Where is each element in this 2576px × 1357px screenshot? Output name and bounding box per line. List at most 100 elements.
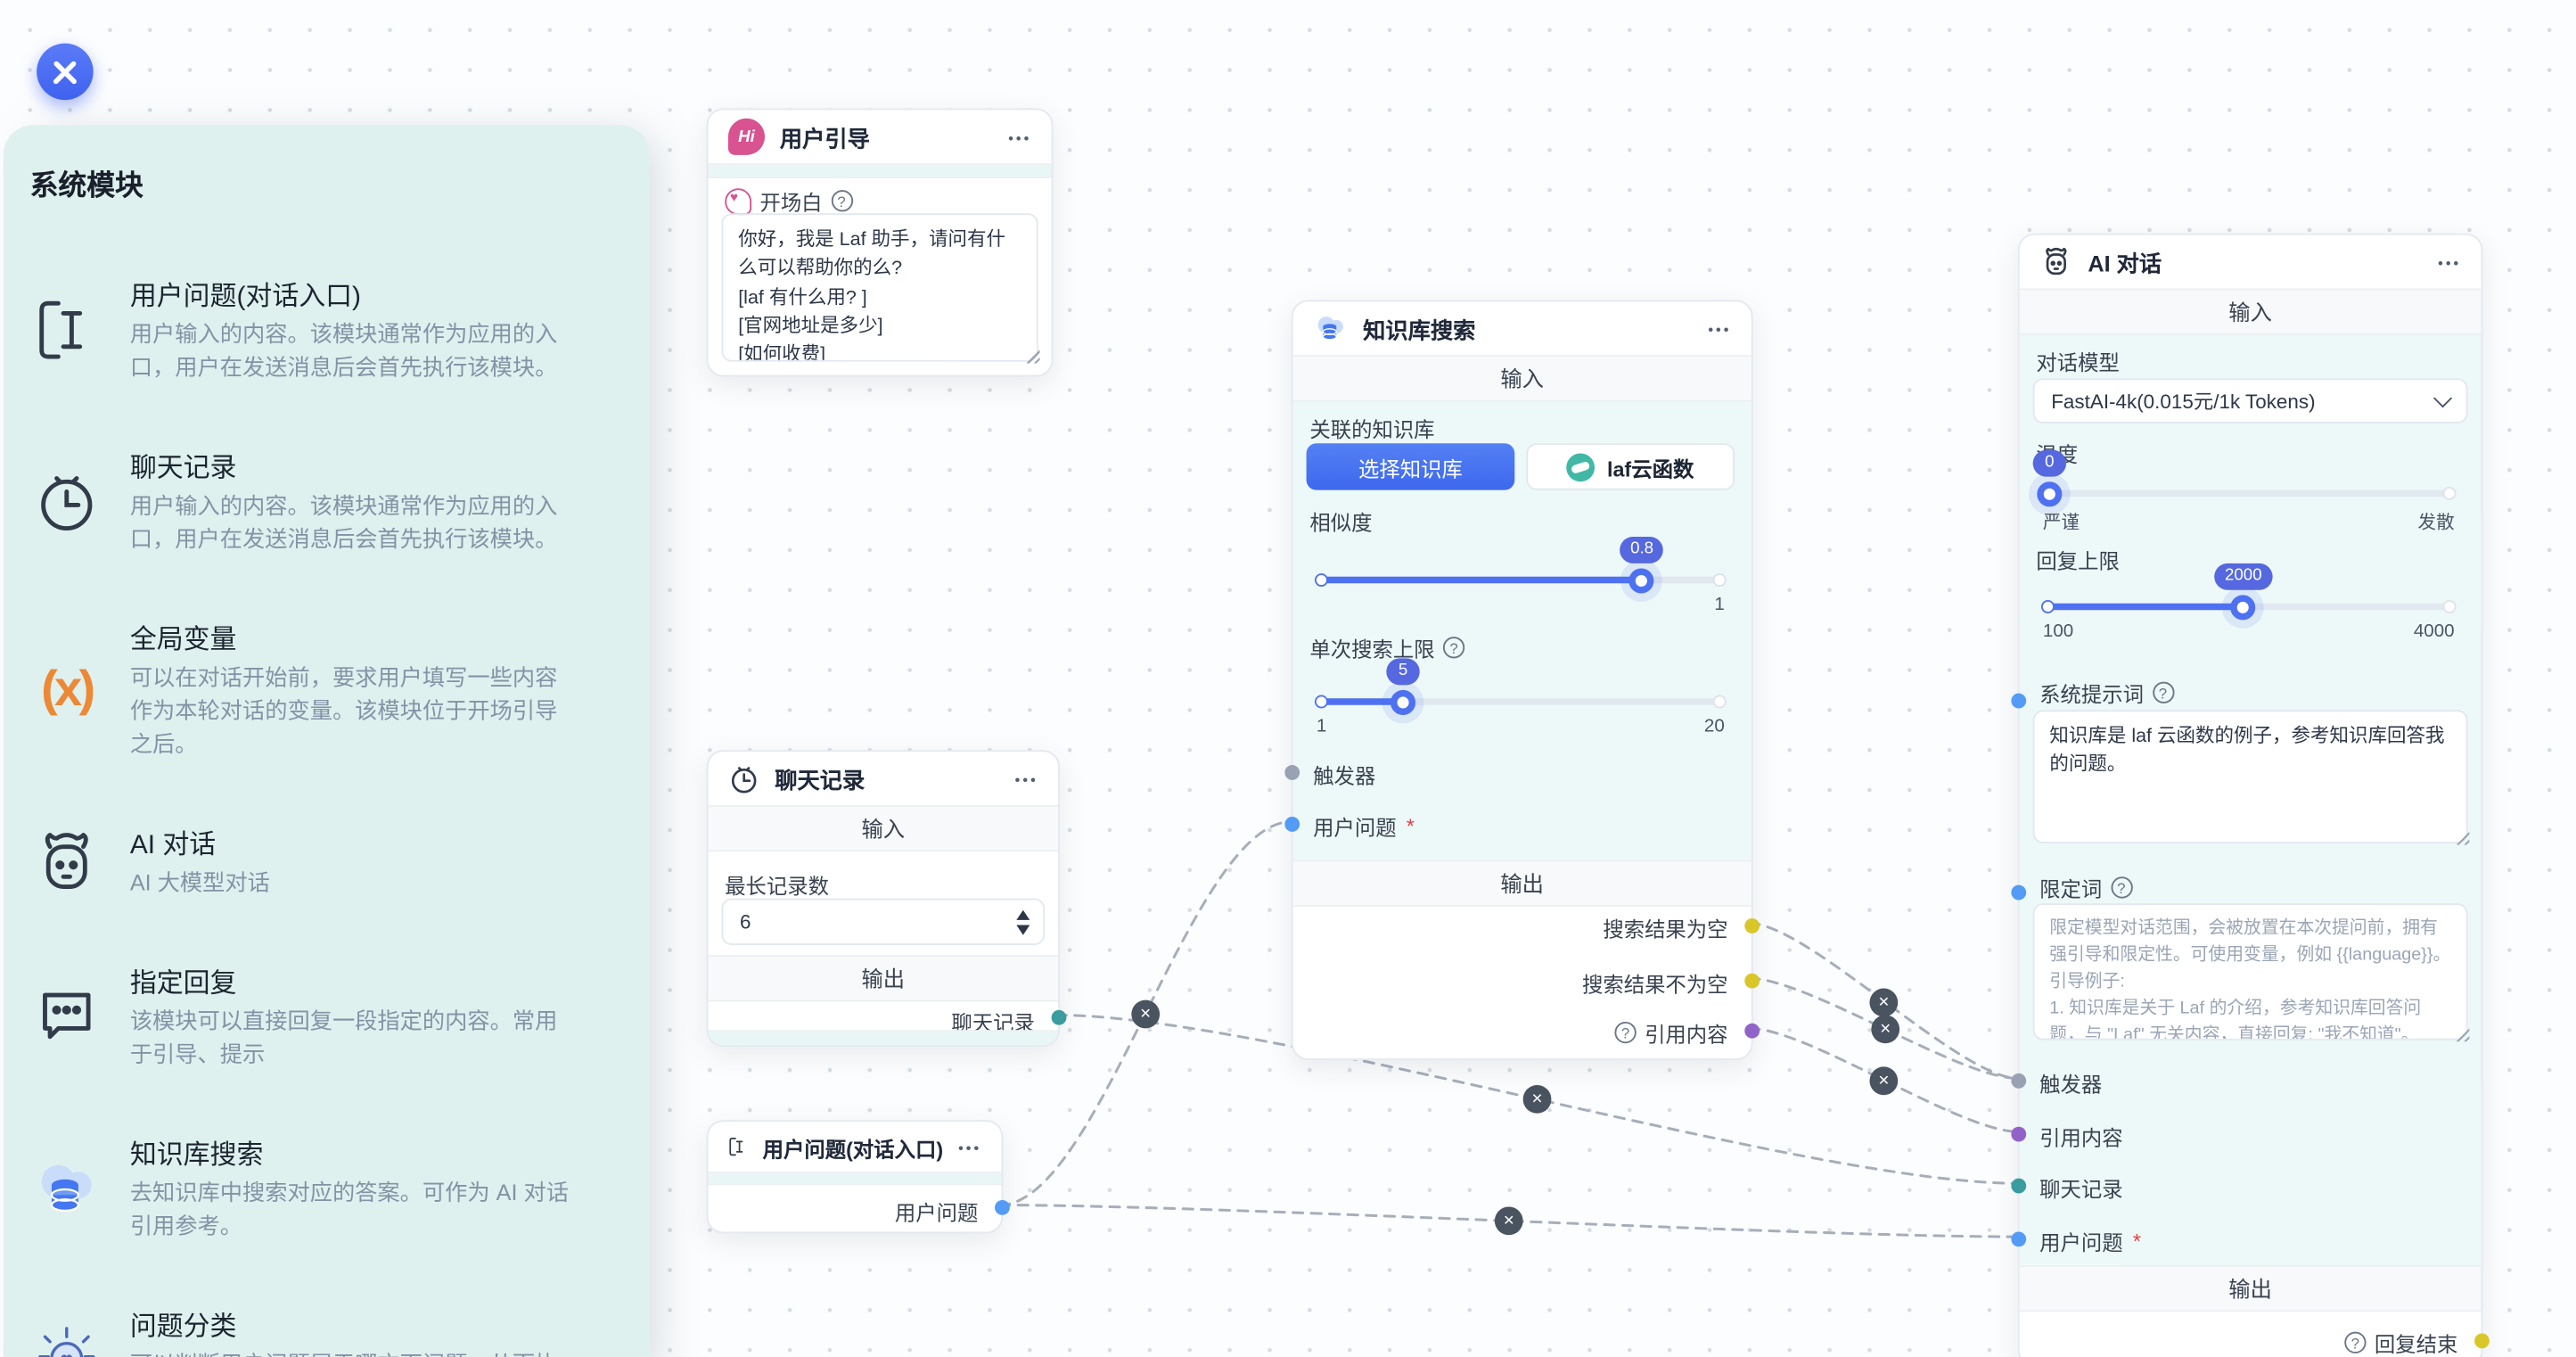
- limit-label: 单次搜索上限: [1309, 637, 1435, 662]
- delete-edge-icon[interactable]: [1131, 999, 1161, 1029]
- delete-edge-icon[interactable]: [1869, 1066, 1899, 1096]
- slider-left-end: [2041, 599, 2055, 613]
- max-records-stepper[interactable]: 6: [721, 898, 1046, 945]
- slider-track[interactable]: [2044, 489, 2453, 498]
- port-question-out[interactable]: [995, 1199, 1010, 1215]
- more-menu-icon[interactable]: [1002, 121, 1032, 152]
- similarity-slider[interactable]: 0.8: [1314, 536, 1727, 594]
- output-section-header: 输出: [2019, 1264, 2482, 1312]
- reply-limit-slider[interactable]: 2000: [2041, 563, 2457, 621]
- port-history-in[interactable]: [2011, 1178, 2027, 1194]
- help-icon[interactable]: [1442, 637, 1465, 659]
- sidebar-item-title: 用户问题(对话入口): [129, 283, 362, 312]
- trigger-input-label: 触发器: [1313, 765, 1376, 789]
- output-section-header: 输出: [708, 955, 1059, 1002]
- delete-edge-icon[interactable]: [1869, 988, 1899, 1017]
- more-menu-icon[interactable]: [1008, 763, 1038, 794]
- port-qualifier-in[interactable]: [2011, 884, 2027, 901]
- help-icon[interactable]: [2110, 876, 2132, 899]
- model-label: 对话模型: [2036, 351, 2120, 375]
- sidebar-item-fixed-reply[interactable]: 指定回复 该模块可以直接回复一段指定的内容。常用于引导、提示: [4, 960, 650, 1072]
- slider-handle[interactable]: [1391, 689, 1416, 715]
- node-kb-search[interactable]: 知识库搜索 输入 关联的知识库 选择知识库 laf云函数 相似度 0.8 1: [1284, 300, 1760, 1060]
- sidebar-item-kb-search[interactable]: 知识库搜索 去知识库中搜索对应的答案。可作为 AI 对话引用参考。: [4, 1131, 650, 1243]
- bulb-icon: [30, 1304, 103, 1357]
- more-menu-icon[interactable]: [1702, 313, 1732, 343]
- qualifier-textarea[interactable]: [2032, 903, 2468, 1040]
- input-section-header: 输入: [1292, 355, 1752, 402]
- sidebar-item-title: 指定回复: [129, 969, 237, 999]
- delete-edge-icon[interactable]: [1494, 1206, 1523, 1236]
- delete-edge-icon[interactable]: [1871, 1015, 1900, 1044]
- opening-label: 开场白: [759, 191, 823, 216]
- node-header[interactable]: 聊天记录: [708, 752, 1058, 805]
- step-down-icon[interactable]: [1016, 924, 1030, 934]
- port-quote-in[interactable]: [2011, 1126, 2027, 1142]
- limit-label-row: 单次搜索上限: [1309, 632, 1465, 664]
- help-icon[interactable]: [1614, 1021, 1637, 1044]
- opening-message-textarea[interactable]: 你好，我是 Laf 助手，请问有什么可以帮助你的么? [laf 有什么用? ] …: [721, 213, 1038, 362]
- sidebar-item-title: 问题分类: [129, 1313, 237, 1342]
- node-user-guide[interactable]: Hi 用户引导 开场白 你好，我是 Laf 助手，请问有什么可以帮助你的么? […: [706, 108, 1054, 377]
- step-up-icon[interactable]: [1016, 909, 1030, 919]
- sidebar-item-chat-history[interactable]: 聊天记录 用户输入的内容。该模块通常作为应用的入口，用户在发送消息后会首先执行该…: [4, 445, 650, 556]
- output-label-quote: 引用内容: [1614, 1016, 1728, 1049]
- help-icon[interactable]: [2344, 1331, 2367, 1353]
- slider-value-badge: 2000: [2214, 563, 2272, 590]
- slider-min-label: 1: [1316, 716, 1327, 737]
- delete-edge-icon[interactable]: [1522, 1084, 1552, 1114]
- output-section-header: 输出: [1292, 859, 1752, 907]
- port-empty-out[interactable]: [1744, 918, 1760, 933]
- slider-track[interactable]: [1317, 698, 1723, 705]
- slider-left-end: [1314, 573, 1328, 588]
- node-chat-history[interactable]: 聊天记录 输入 最长记录数 6 输出 聊天记录: [706, 750, 1067, 1047]
- close-button[interactable]: [37, 43, 94, 101]
- sidebar-item-global-variable[interactable]: (x) 全局变量 可以在对话开始前，要求用户填写一些内容作为本轮对话的变量。该模…: [4, 617, 650, 762]
- select-kb-button[interactable]: 选择知识库: [1306, 443, 1515, 490]
- node-header[interactable]: AI 对话: [2020, 235, 2482, 289]
- system-prompt-textarea[interactable]: 知识库是 laf 云函数的例子，参考知识库回答我的问题。: [2032, 710, 2468, 843]
- node-user-question[interactable]: 用户问题(对话入口) 用户问题: [706, 1120, 1010, 1234]
- node-header[interactable]: Hi 用户引导: [708, 110, 1051, 163]
- kb-chip[interactable]: laf云函数: [1526, 443, 1735, 490]
- question-input-label: 用户问题*: [1313, 814, 1415, 841]
- module-sidebar: 系统模块 用户问题(对话入口) 用户输入的内容。该模块通常作为应用的入口，用户在…: [3, 125, 651, 1357]
- model-select[interactable]: FastAI-4k(0.015元/1k Tokens): [2032, 378, 2468, 424]
- port-trigger-in[interactable]: [1284, 765, 1300, 780]
- port-quote-out[interactable]: [1744, 1023, 1760, 1039]
- port-question-in[interactable]: [1284, 817, 1300, 832]
- help-icon[interactable]: [830, 190, 853, 212]
- port-trigger-in[interactable]: [2011, 1073, 2027, 1089]
- node-title: 用户问题(对话入口): [762, 1137, 944, 1162]
- limit-slider[interactable]: 5: [1314, 658, 1727, 715]
- port-system-prompt-in[interactable]: [2011, 693, 2027, 709]
- max-records-value[interactable]: 6: [740, 909, 751, 933]
- node-title: AI 对话: [2088, 251, 2162, 277]
- sidebar-item-user-question[interactable]: 用户问题(对话入口) 用户输入的内容。该模块通常作为应用的入口，用户在发送消息后…: [4, 274, 650, 385]
- slider-handle[interactable]: [2037, 481, 2063, 507]
- port-history-out[interactable]: [1051, 1009, 1067, 1025]
- node-ai-chat[interactable]: AI 对话 输入 对话模型 FastAI-4k(0.015元/1k Tokens…: [2011, 233, 2490, 1357]
- robot-icon: [2046, 247, 2067, 276]
- sidebar-item-ai-chat[interactable]: AI 对话 AI 大模型对话: [4, 822, 650, 901]
- slider-max-label: 4000: [2413, 621, 2455, 642]
- port-finish-out[interactable]: [2474, 1333, 2490, 1349]
- temperature-slider[interactable]: 0: [2032, 449, 2457, 507]
- stepper-buttons[interactable]: [1003, 909, 1043, 934]
- more-menu-icon[interactable]: [2431, 247, 2461, 277]
- qualifier-label: 限定词: [2039, 878, 2103, 902]
- port-question-in[interactable]: [2011, 1231, 2027, 1247]
- opening-message-icon: [725, 187, 752, 215]
- port-not-empty-out[interactable]: [1744, 973, 1760, 989]
- help-icon[interactable]: [2152, 681, 2174, 703]
- edge-userquestion-to-aichat: [998, 1204, 2020, 1238]
- slider-right-end: [2442, 486, 2457, 500]
- slider-handle[interactable]: [1629, 568, 1655, 594]
- slider-handle[interactable]: [2230, 595, 2256, 621]
- node-header[interactable]: 用户问题(对话入口): [708, 1122, 1001, 1172]
- system-prompt-label-row: 系统提示词: [2039, 677, 2174, 709]
- more-menu-icon[interactable]: [958, 1131, 981, 1162]
- node-header[interactable]: 知识库搜索: [1293, 301, 1752, 355]
- sidebar-item-question-classify[interactable]: 问题分类 可以判断用户问题属于哪方面问题，从而执行不同的操作。: [4, 1304, 650, 1357]
